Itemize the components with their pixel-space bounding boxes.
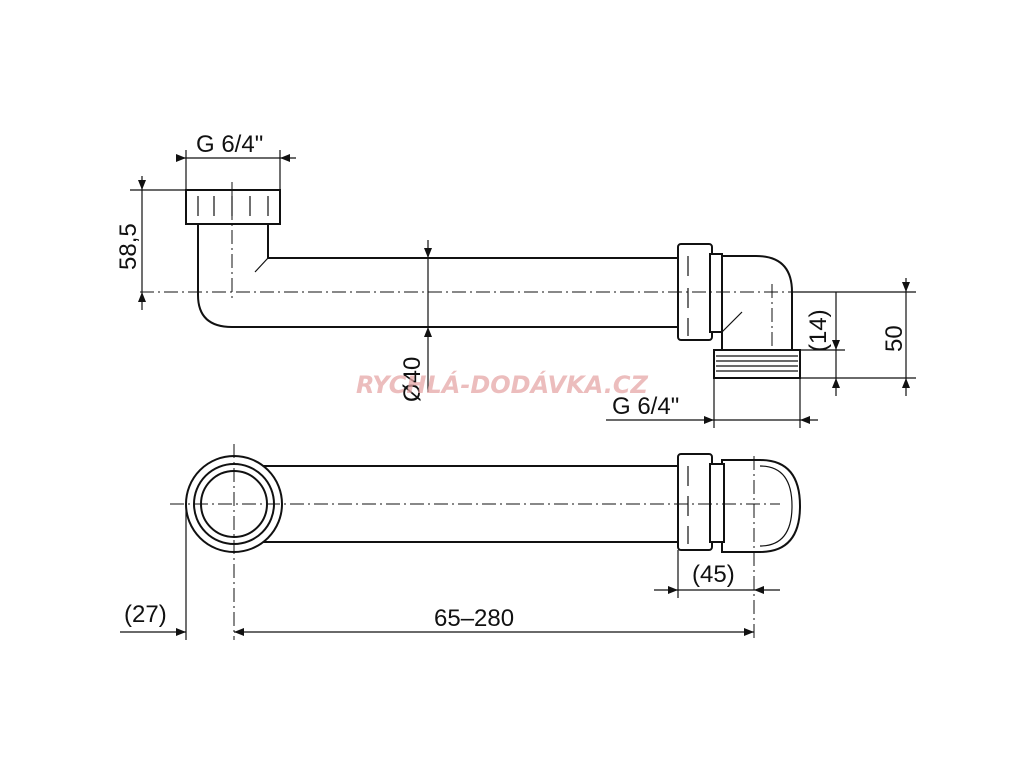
right-elbow [721, 255, 793, 351]
plan-right-collar [709, 463, 725, 543]
top-nut [185, 189, 281, 225]
plan-view [170, 444, 802, 640]
dim-height-right: 50 [845, 278, 916, 396]
dim-bottom-thread: G 6/4" [606, 378, 818, 428]
pipe-body [197, 221, 687, 328]
dim-height-left: 58,5 [115, 176, 186, 310]
dim-elbow-offset: (45) [654, 550, 780, 598]
plan-right-nut [677, 453, 713, 551]
threaded-outlet [713, 349, 801, 379]
label-left-offset: (27) [124, 601, 167, 628]
label-offset-right: (14) [805, 309, 832, 352]
label-diameter: Ø40 [399, 357, 426, 402]
dim-top-thread: G 6/4" [176, 131, 296, 190]
label-height-left: 58,5 [115, 223, 142, 270]
plan-elbow [721, 459, 802, 553]
label-elbow-offset: (45) [692, 561, 735, 588]
label-length-range: 65–280 [434, 605, 514, 632]
label-height-right: 50 [881, 325, 908, 352]
dim-offset-right: (14) [792, 291, 845, 396]
dim-diameter: Ø40 [399, 240, 432, 402]
bend-mark [254, 257, 269, 273]
watermark: RYCHLÁ-DODÁVKA.CZ [356, 370, 648, 399]
dim-length: (27) 65–280 [120, 504, 754, 640]
label-bottom-thread: G 6/4" [612, 393, 679, 420]
side-view [140, 182, 845, 379]
right-nut-collar [709, 253, 723, 333]
label-top-thread: G 6/4" [196, 131, 263, 158]
elbow-mark [721, 311, 743, 333]
